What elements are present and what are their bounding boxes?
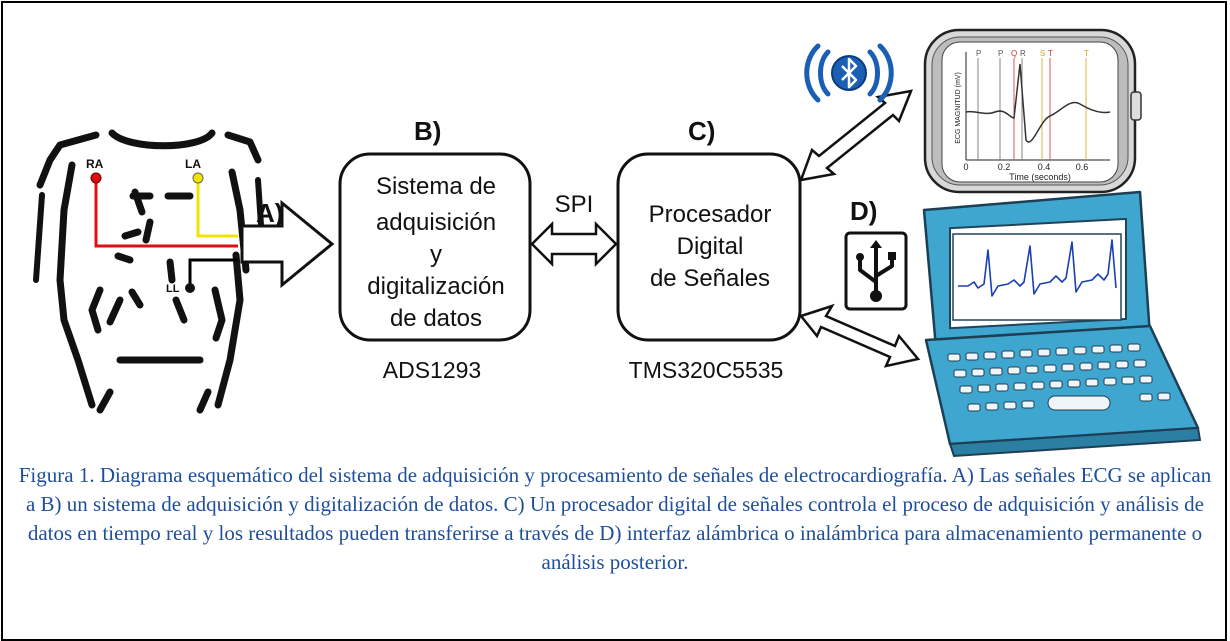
ecg-xtick-4: 0.6	[1076, 162, 1089, 172]
ecg-marker-5: S	[1040, 49, 1045, 58]
smartwatch-icon	[923, 28, 1142, 194]
block-b-line-3: y	[430, 241, 442, 268]
ecg-xtick-1: 0	[963, 162, 968, 172]
ecg-xtick-3: 0.4	[1038, 162, 1051, 172]
block-c-line-3: de Señales	[650, 265, 770, 292]
figure-caption: Figura 1. Diagrama esquemático del siste…	[18, 463, 1212, 574]
chip-tms320c5535: TMS320C5535	[629, 357, 784, 383]
arrow-c-to-laptop	[798, 303, 921, 368]
label-d: D)	[850, 196, 877, 226]
label-a: A)	[256, 198, 283, 228]
block-b-line-2: adquisición	[376, 209, 496, 236]
ecg-plot: P P Q R S T T 0 0.2 0.4 0.6 Time (second…	[955, 49, 1111, 182]
torso-outline	[33, 129, 265, 414]
electrode-label-ra: RA	[86, 157, 104, 171]
ecg-marker-7: T	[1084, 49, 1089, 58]
label-c: C)	[688, 116, 715, 146]
block-c-processor	[616, 152, 802, 342]
block-b-text: Sistema de adquisición y digitalización …	[367, 173, 504, 332]
arrow-a-to-b	[240, 199, 335, 289]
electrode-label-la: LA	[185, 157, 201, 171]
laptop-icon	[922, 190, 1202, 458]
ecg-marker-1: P	[976, 49, 981, 58]
ecg-xlabel: Time (seconds)	[1009, 172, 1071, 182]
electrode-ra	[90, 172, 102, 184]
electrode-la	[192, 172, 204, 184]
ecg-marker-4: R	[1020, 49, 1026, 58]
ecg-xtick-2: 0.2	[998, 162, 1011, 172]
block-b-line-4: digitalización	[367, 273, 504, 300]
arrow-c-to-watch	[799, 89, 913, 182]
system-diagram: RA LA LL A) B) Sistema de adquisición y …	[33, 28, 1202, 458]
laptop-screen-ecg	[952, 233, 1122, 321]
ecg-marker-6: T	[1048, 49, 1053, 58]
ecg-ylabel: ECG MAGNITUD (mV)	[955, 72, 962, 144]
chip-ads1293: ADS1293	[383, 357, 481, 383]
block-c-text: Procesador Digital de Señales	[649, 201, 772, 292]
electrode-wires	[94, 180, 238, 288]
electrode-label-ll: LL	[166, 283, 180, 295]
spi-label: SPI	[555, 191, 594, 218]
electrode-ll	[185, 283, 195, 293]
usb-icon	[844, 231, 908, 311]
block-b-line-5: de datos	[390, 305, 482, 332]
ecg-marker-3: Q	[1011, 49, 1017, 58]
ecg-marker-2: P	[998, 49, 1003, 58]
spi-arrow	[530, 220, 618, 268]
bluetooth-icon	[804, 43, 894, 103]
block-c-line-2: Digital	[677, 233, 744, 260]
block-b-line-1: Sistema de	[376, 173, 496, 200]
label-b: B)	[414, 116, 441, 146]
block-c-line-1: Procesador	[649, 201, 772, 228]
block-b-acquisition	[338, 152, 532, 342]
